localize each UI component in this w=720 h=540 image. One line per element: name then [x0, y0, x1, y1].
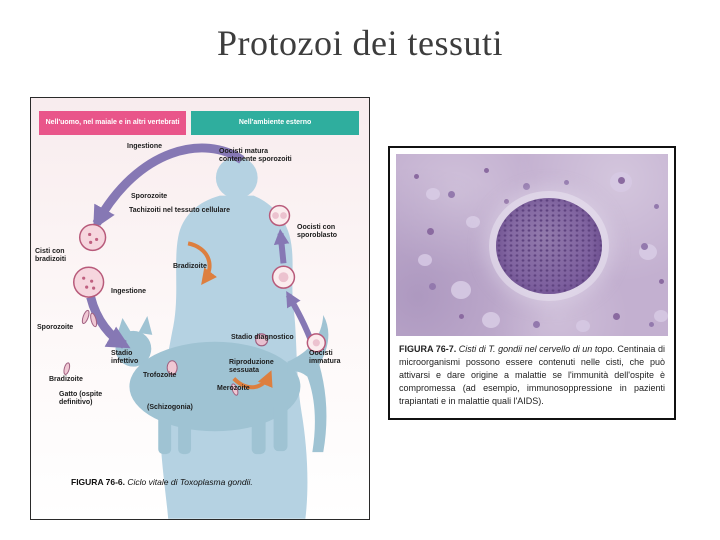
bradyzoite-shape	[63, 362, 71, 375]
diagram-header: Nell'uomo, nel maiale e in altri vertebr…	[39, 111, 359, 135]
label-stadio-diagnostico: Stadio diagnostico	[231, 334, 294, 341]
figure-lifecycle: Nell'uomo, nel maiale e in altri vertebr…	[30, 97, 370, 520]
label-oocisti-sporoblasto: Oocisti con sporoblasto	[297, 224, 338, 240]
tissue-vacuoles	[426, 188, 440, 200]
label-gatto: Gatto (ospite definitivo)	[59, 391, 103, 407]
label-sporozoite-top: Sporozoite	[131, 193, 168, 200]
tissue-nuclei-dots	[414, 174, 419, 179]
cyst-oocyst-stages	[63, 204, 327, 396]
label-oocisti-matura: Oocisti matura contenente sporozoiti	[219, 148, 292, 164]
figure-76-6-number: FIGURA 76-6.	[71, 477, 126, 487]
toxoplasma-cyst	[496, 198, 602, 294]
label-bradizoite-bottom: Bradizoite	[49, 376, 83, 383]
label-stadio-infettivo: Stadio infettivo	[111, 350, 139, 366]
figure-micrograph: FIGURA 76-7. Cisti di T. gondii nel cerv…	[388, 146, 676, 420]
lifecycle-diagram-graphic	[63, 143, 329, 519]
label-cisti-bradizoiti: Cisti con bradizoiti	[35, 248, 67, 264]
label-ingestione-top: Ingestione	[127, 143, 163, 150]
header-host-band: Nell'uomo, nel maiale e in altri vertebr…	[39, 111, 187, 135]
label-sporozoite-left: Sporozoite	[37, 324, 74, 331]
cat-silhouette	[115, 314, 329, 455]
label-ingestione-mid: Ingestione	[111, 288, 147, 295]
cyst-with-bradyzoites-circle	[73, 266, 105, 298]
label-merozoite: Merozoite	[217, 385, 250, 392]
figure-76-7-number: FIGURA 76-7.	[399, 344, 457, 354]
sporozoite-shape	[81, 309, 90, 325]
figure-76-7-caption: FIGURA 76-7. Cisti di T. gondii nel cerv…	[399, 343, 665, 408]
label-tachizoiti: Tachizoiti nel tessuto cellulare	[129, 207, 231, 214]
cyst-circle	[78, 223, 107, 252]
figure-76-7-lead: Cisti di T. gondii nel cervello di un to…	[458, 344, 615, 354]
orange-cycle-arrows	[187, 241, 273, 390]
diagnostic-stage-dot	[255, 333, 269, 347]
brain-tissue-micrograph	[396, 154, 668, 336]
sporozoite-shape	[90, 312, 98, 328]
label-bradizoite-mid: Bradizoite	[173, 263, 207, 270]
label-riproduzione-sessuata: Riproduzione sessuata	[229, 359, 274, 375]
label-trofozoite: Trofozoite	[143, 372, 177, 379]
mature-oocyst-circle	[268, 204, 291, 227]
figure-76-6-caption: FIGURA 76-6. Ciclo vitale di Toxoplasma …	[71, 477, 355, 488]
label-schizogonia: (Schizogonia)	[147, 404, 193, 411]
figure-76-6-text: Ciclo vitale di Toxoplasma gondii.	[127, 477, 253, 487]
merozoite-shape	[231, 383, 239, 396]
trophozoite-shape	[166, 360, 178, 376]
label-oocisti-immatura: Oocisti immatura	[309, 350, 341, 366]
figure-76-7-text: Centinaia di microorganismi possono esse…	[399, 344, 665, 407]
header-environment-band: Nell'ambiente esterno	[191, 111, 359, 135]
page-title: Protozoi dei tessuti	[217, 23, 503, 63]
